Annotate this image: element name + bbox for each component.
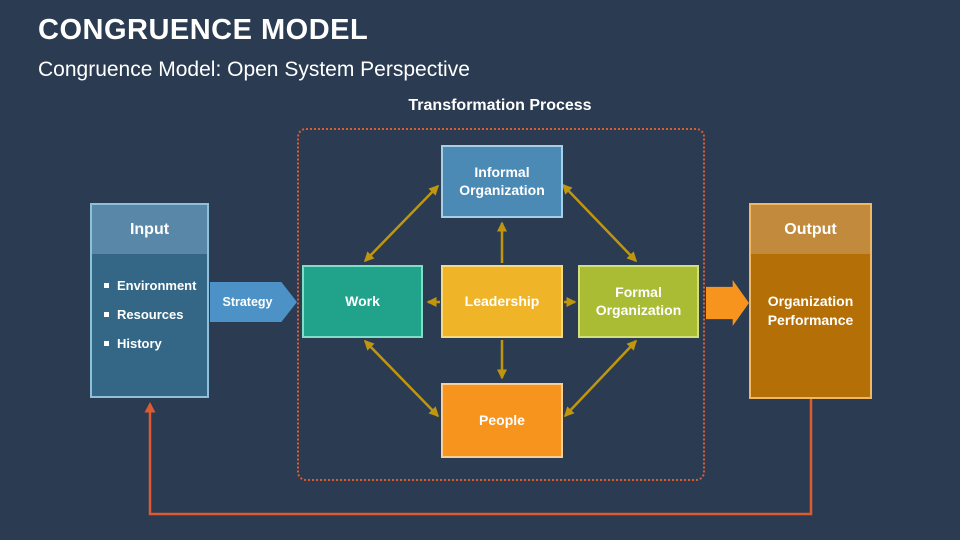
output-arrow-icon: [706, 280, 749, 326]
output-body-label: Organization Performance: [767, 292, 854, 328]
input-header: Input: [92, 205, 207, 254]
input-item-label: History: [117, 336, 162, 351]
bullet-square-icon: [104, 341, 109, 346]
node-people: People: [441, 383, 563, 458]
slide-subtitle: Congruence Model: Open System Perspectiv…: [38, 58, 470, 81]
input-item-list: Environment Resources History: [92, 254, 207, 351]
node-leadership: Leadership: [441, 265, 563, 338]
bullet-square-icon: [104, 312, 109, 317]
node-informal-label: Informal Organization: [459, 164, 545, 198]
list-item: Environment: [102, 278, 199, 293]
output-header: Output: [751, 205, 870, 254]
slide-title: CONGRUENCE MODEL: [38, 14, 369, 46]
output-body: Organization Performance: [751, 254, 870, 397]
transformation-process-label: Transformation Process: [408, 97, 592, 114]
input-box: Input Environment Resources History: [90, 203, 209, 398]
node-leadership-label: Leadership: [464, 292, 540, 309]
node-work-label: Work: [345, 292, 380, 309]
node-people-label: People: [479, 411, 525, 428]
input-item-label: Resources: [117, 307, 184, 322]
output-box: Output Organization Performance: [749, 203, 872, 399]
node-work: Work: [302, 265, 423, 338]
list-item: History: [102, 336, 199, 351]
node-informal-organization: Informal Organization: [441, 145, 563, 218]
strategy-label: Strategy: [222, 295, 273, 309]
input-item-label: Environment: [117, 278, 197, 293]
list-item: Resources: [102, 307, 199, 322]
node-formal-organization: Formal Organization: [578, 265, 699, 338]
input-body: Environment Resources History: [92, 254, 207, 396]
bullet-square-icon: [104, 283, 109, 288]
node-formal-label: Formal Organization: [595, 284, 682, 318]
strategy-arrow: Strategy: [210, 282, 297, 322]
